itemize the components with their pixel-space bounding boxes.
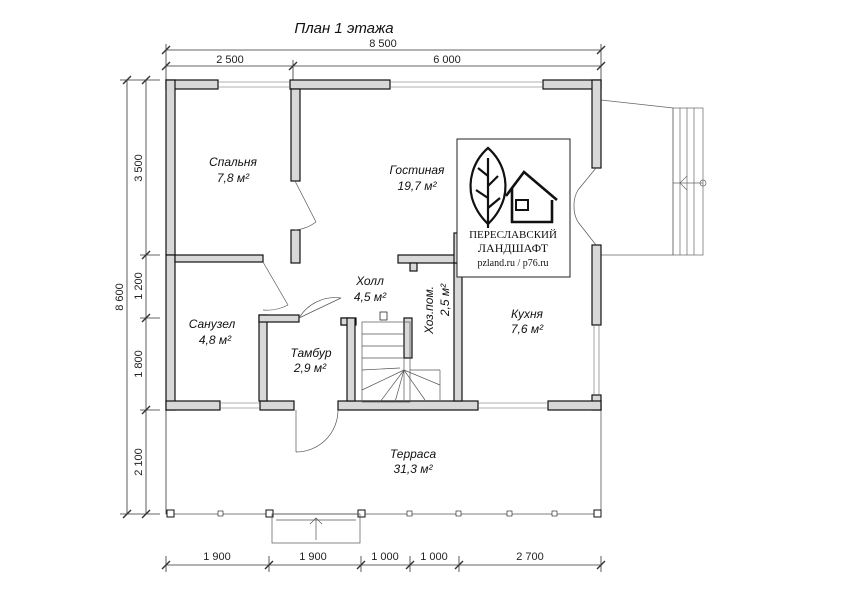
- room-bathroom-name: Санузел: [189, 317, 236, 331]
- logo-line-2: ЛАНДШАФТ: [478, 241, 549, 255]
- dim-bottom-2: 1 900: [299, 551, 327, 563]
- room-bedroom-area: 7,8 м²: [217, 171, 250, 185]
- room-kitchen-name: Кухня: [511, 307, 544, 321]
- dim-left-3: 1 800: [133, 350, 145, 378]
- dim-bottom-5: 2 700: [516, 551, 544, 563]
- room-hall-name: Холл: [355, 274, 384, 288]
- dim-left-1: 3 500: [133, 154, 145, 182]
- left-dimensions: [120, 75, 160, 519]
- terrace-posts: [166, 509, 602, 518]
- dim-bottom-4: 1 000: [420, 551, 448, 563]
- walls: [165, 79, 602, 411]
- room-terrace-area: 31,3 м²: [394, 462, 434, 476]
- dim-top-total: 8 500: [369, 38, 397, 50]
- dim-top-left: 2 500: [216, 54, 244, 66]
- room-storage-name: Хоз.пом.: [422, 286, 436, 335]
- dim-top-right: 6 000: [433, 54, 461, 66]
- company-logo: ПЕРЕСЛАВСКИЙ ЛАНДШАФТ pzland.ru / p76.ru: [456, 138, 571, 278]
- room-living-area: 19,7 м²: [398, 179, 438, 193]
- room-storage-area: 2,5 м²: [438, 283, 452, 317]
- windows: [218, 81, 600, 409]
- room-vestibule-area: 2,9 м²: [293, 361, 327, 375]
- dim-left-4: 2 100: [133, 448, 145, 476]
- room-bathroom-area: 4,8 м²: [199, 333, 232, 347]
- staircase: [361, 311, 441, 403]
- room-living-name: Гостиная: [390, 163, 445, 177]
- dim-bottom-3: 1 000: [371, 551, 399, 563]
- logo-line-3: pzland.ru / p76.ru: [477, 258, 548, 269]
- dim-left-2: 1 200: [133, 272, 145, 300]
- bottom-dimensions: [161, 556, 606, 572]
- doors: [262, 167, 597, 453]
- room-bedroom-name: Спальня: [209, 155, 257, 169]
- terrace-steps: [271, 513, 361, 544]
- right-porch: [600, 99, 707, 256]
- room-kitchen-area: 7,6 м²: [511, 322, 544, 336]
- dim-left-total: 8 600: [114, 283, 126, 311]
- room-hall-area: 4,5 м²: [354, 290, 387, 304]
- logo-line-1: ПЕРЕСЛАВСКИЙ: [469, 229, 557, 241]
- plan-title: План 1 этажа: [294, 20, 393, 37]
- top-dimensions: [161, 44, 606, 80]
- room-terrace-name: Терраса: [390, 447, 437, 461]
- leaf-icon: [469, 146, 507, 228]
- room-vestibule-name: Тамбур: [290, 346, 331, 360]
- terrace: [165, 410, 602, 544]
- house-icon: [504, 170, 558, 224]
- dim-bottom-1: 1 900: [203, 551, 231, 563]
